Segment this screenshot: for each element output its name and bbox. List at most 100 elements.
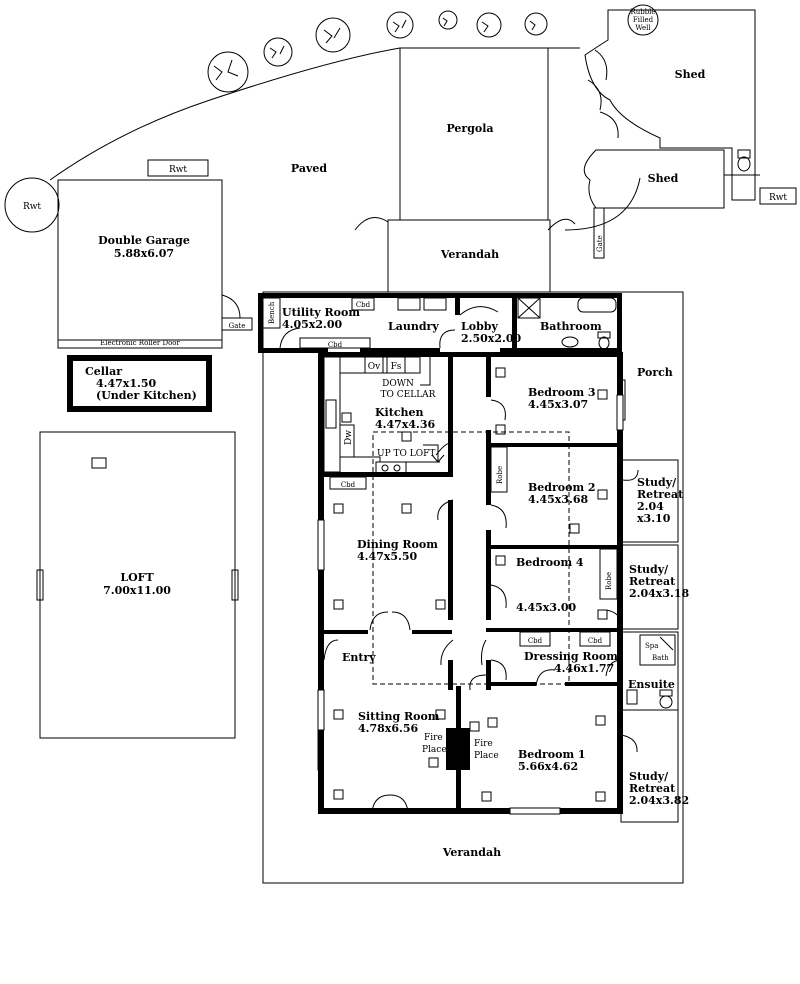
cupboard-dressing-right [579, 631, 611, 647]
rainwater-tank-right [759, 187, 797, 205]
lobby-dim: 2.50x2.00 [461, 332, 521, 345]
lobby-label: Lobby [461, 320, 498, 333]
double-garage-label: Double Garage [98, 234, 190, 247]
kitchen-label: Kitchen [375, 406, 424, 419]
double-garage-dim: 5.88x6.07 [114, 247, 174, 260]
kitchen-dim: 4.47x4.36 [375, 418, 435, 431]
loft-outline [372, 431, 570, 685]
oven-label: Ov [368, 362, 381, 372]
study3-label-a: Study/ [629, 770, 669, 783]
bench [262, 297, 281, 329]
sitting-room-label: Sitting Room [358, 710, 440, 723]
cbd-utility-bottom-label: Cbd [328, 341, 343, 349]
paved-label: Paved [291, 162, 327, 175]
tree-icon [476, 12, 502, 38]
cellar-note: (Under Kitchen) [96, 389, 197, 402]
pergola-label: Pergola [446, 122, 493, 135]
study1-label-a: Study/ [637, 476, 677, 489]
dining-room-label: Dining Room [357, 538, 438, 551]
bedroom1-label: Bedroom 1 [518, 748, 586, 761]
cupboard-dining [329, 476, 367, 490]
cbd-dressing-left-label: Cbd [528, 637, 543, 645]
well-label-2: Filled [633, 16, 654, 24]
entry-label: Entry [342, 651, 376, 664]
fireplace-right-label-1: Fire [474, 739, 493, 749]
shower [517, 297, 541, 319]
loft [39, 431, 236, 739]
study3-dim: 2.04x3.82 [629, 794, 689, 807]
cbd-dining-label: Cbd [341, 481, 356, 489]
bedroom4-label: Bedroom 4 [516, 556, 584, 569]
cooktop [375, 461, 407, 475]
well-label-3: Well [635, 24, 651, 32]
shed-upper [584, 9, 756, 201]
tree-icon [207, 51, 249, 93]
rwt-right-label: Rwt [769, 193, 787, 203]
bedroom2-dim: 4.45x3.68 [528, 493, 588, 506]
tree-icon [438, 10, 458, 30]
rwt-top-label: Rwt [169, 165, 187, 175]
cellar-dim: 4.47x1.50 [96, 377, 156, 390]
robe-bedroom4 [599, 548, 618, 600]
fireplace-left-label-2: Place [422, 745, 447, 755]
fireplace-left-label-1: Fire [424, 733, 443, 743]
sink-icon [325, 399, 337, 429]
gate-right-label: Gate [596, 235, 604, 252]
loft-dim: 7.00x11.00 [103, 584, 171, 597]
dressing-room-label: Dressing Room [524, 650, 618, 663]
ensuite-label: Ensuite [628, 678, 675, 691]
paved-boundary [49, 47, 580, 181]
down-to-cellar-label-2: TO CELLAR [381, 390, 436, 400]
study-retreat-2 [620, 544, 679, 630]
tree-icon [315, 17, 351, 53]
dining-room-dim: 4.47x5.50 [357, 550, 417, 563]
toilet-icon [737, 149, 751, 172]
laundry-machine [423, 297, 447, 311]
bedroom3-dim: 4.45x3.07 [528, 398, 588, 411]
verandah-bottom-label: Verandah [442, 846, 501, 859]
study2-label-a: Study/ [629, 563, 669, 576]
study1-label-c: 2.04 [637, 500, 664, 513]
dressing-room-dim: 4.46x1.77 [554, 662, 614, 675]
fridge-label: Fs [391, 362, 402, 372]
bedroom2-label: Bedroom 2 [528, 481, 596, 494]
laundry-label: Laundry [388, 320, 439, 333]
toilet-icon [597, 331, 611, 350]
cupboard-dressing-left [519, 631, 551, 647]
vanity [626, 689, 638, 705]
dishwasher [339, 424, 355, 458]
bedroom3-label: Bedroom 3 [528, 386, 596, 399]
tree-icon [263, 37, 293, 67]
well-label-1: Rubble [630, 8, 655, 16]
tree-icon [524, 12, 548, 36]
toilet-icon [659, 689, 673, 709]
oven [364, 356, 384, 374]
utility-room-dim: 4.05x2.00 [282, 318, 342, 331]
robe-bedroom2 [490, 446, 508, 493]
double-garage [57, 179, 223, 349]
roller-door-label: Electronic Roller Door [100, 339, 180, 347]
shed-upper-label: Shed [675, 68, 706, 81]
fridge-space [386, 356, 406, 374]
study3-label-b: Retreat [629, 782, 676, 795]
sitting-room-dim: 4.78x6.56 [358, 722, 418, 735]
rainwater-tank-left [4, 177, 60, 233]
cupboard-utility-bottom [299, 337, 371, 349]
gate-left [221, 317, 253, 331]
basin-icon [561, 336, 579, 348]
study1-label-b: Retreat [637, 488, 684, 501]
main-walls [318, 352, 623, 814]
utility-room-label: Utility Room [282, 306, 360, 319]
study2-dim: 2.04x3.18 [629, 587, 689, 600]
laundry-tub [397, 297, 421, 311]
garden-trees [207, 10, 548, 93]
spa-label-2: Bath [652, 654, 669, 662]
up-to-loft-label: UP TO LOFT [377, 449, 435, 459]
cbd-dressing-right-label: Cbd [588, 637, 603, 645]
bedroom1-dim: 5.66x4.62 [518, 760, 578, 773]
robe-bedroom4-label: Robe [605, 572, 613, 590]
bathtub [577, 297, 617, 313]
cellar [67, 355, 212, 412]
tree-icon [386, 11, 414, 39]
spa-label-1: Spa [645, 642, 658, 650]
